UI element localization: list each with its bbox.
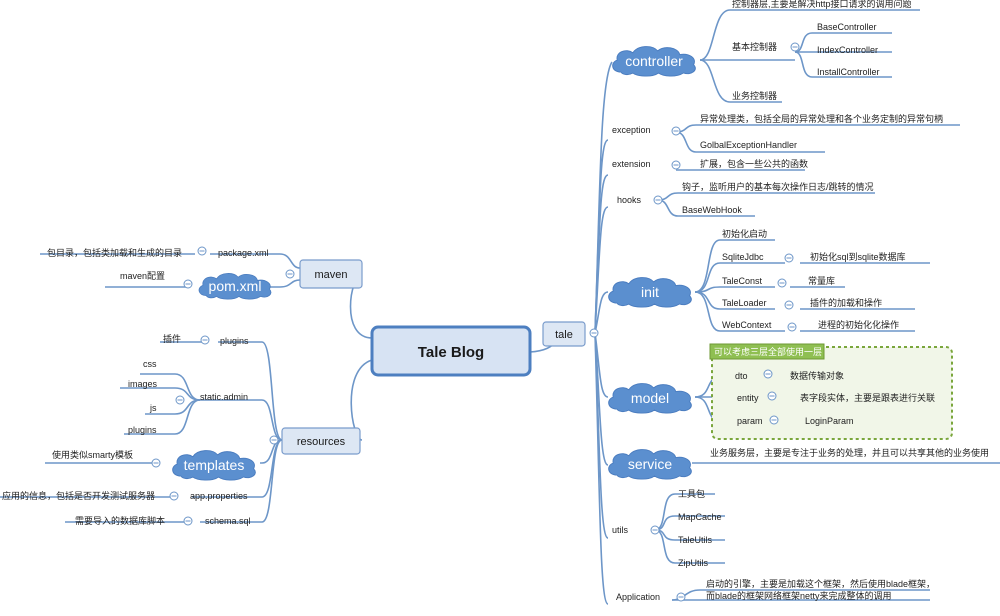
static-item: js — [149, 403, 157, 413]
collapse-icon[interactable] — [183, 279, 193, 289]
collapse-icon[interactable] — [784, 253, 794, 263]
collapse-icon[interactable] — [784, 300, 794, 310]
resources-label: resources — [297, 436, 346, 448]
index-controller-item: IndexController — [817, 45, 878, 55]
model-label: model — [631, 390, 669, 406]
service-node[interactable]: service — [608, 449, 692, 480]
root-label: Tale Blog — [418, 344, 484, 361]
hooks-desc: 钩子，监听用户的基本每次操作日志/跳转的情况 — [682, 181, 874, 192]
resources-node[interactable]: resources — [281, 427, 361, 455]
collapse-icon[interactable] — [200, 335, 210, 345]
controller-label: controller — [625, 53, 683, 69]
init-item-desc: 插件的加载和操作 — [810, 297, 882, 308]
plugins-node: plugins — [220, 336, 249, 346]
model-item-desc: 数据传输对象 — [790, 370, 844, 381]
root-node[interactable]: Tale Blog — [370, 325, 532, 377]
collapse-icon[interactable] — [197, 246, 207, 256]
service-desc: 业务服务层，主要是专注于业务的处理，并且可以共享其他的业务使用 — [710, 447, 989, 458]
application-label[interactable]: Application — [616, 592, 660, 602]
collapse-icon[interactable] — [790, 42, 800, 52]
maven-label: maven — [314, 269, 347, 281]
model-note: 可以考虑三层全部使用一层 — [714, 346, 822, 357]
collapse-icon[interactable] — [175, 395, 185, 405]
init-item: TaleLoader — [722, 298, 767, 308]
controller-node[interactable]: controller — [612, 46, 696, 77]
templates-label: templates — [184, 457, 245, 473]
controller-desc: 控制器层,主要是解决http接口请求的调用问题 — [732, 0, 912, 9]
static-item: css — [143, 359, 157, 369]
collapse-icon[interactable] — [787, 322, 797, 332]
app-properties-desc: 应用的信息，包括是否开发测试服务器 — [2, 490, 155, 501]
tale-label: tale — [555, 329, 573, 341]
templates-desc: 使用类似smarty模板 — [52, 449, 133, 460]
service-label: service — [628, 456, 673, 472]
exception-label[interactable]: exception — [612, 125, 651, 135]
schema-sql-node: schema.sql — [205, 516, 251, 526]
model-item-desc: 表字段实体，主要是跟表进行关联 — [800, 392, 935, 403]
pom-node[interactable]: pom.xml — [198, 273, 272, 300]
application-desc-line2: 而blade的框架网络框架netty来完成整体的调用 — [706, 590, 892, 601]
init-item-desc: 常量库 — [808, 275, 835, 286]
utils-item: ZipUtils — [678, 558, 709, 568]
collapse-icon[interactable] — [769, 415, 779, 425]
collapse-icon[interactable] — [676, 592, 686, 602]
collapse-icon[interactable] — [671, 160, 681, 170]
tale-node[interactable]: tale — [542, 321, 586, 347]
schema-sql-desc: 需要导入的数据库脚本 — [75, 515, 165, 526]
extension-desc: 扩展，包含一些公共的函数 — [700, 158, 808, 169]
collapse-icon[interactable] — [777, 278, 787, 288]
model-item: entity — [737, 393, 759, 403]
application-desc-line1: 启动的引擎，主要是加载这个框架，然后使用blade框架， — [706, 578, 935, 589]
collapse-icon[interactable] — [169, 491, 179, 501]
init-item-desc: 初始化sql到sqlite数据库 — [810, 251, 906, 262]
hooks-label[interactable]: hooks — [617, 195, 642, 205]
maven-node[interactable]: maven — [299, 259, 363, 289]
collapse-icon[interactable] — [671, 126, 681, 136]
exception-handler: GolbalExceptionHandler — [700, 140, 797, 150]
templates-node[interactable]: templates — [172, 450, 256, 481]
collapse-icon[interactable] — [151, 458, 161, 468]
base-controller-group: 基本控制器 — [732, 41, 777, 52]
init-item-desc: 进程的初始化化操作 — [818, 319, 899, 330]
model-item: dto — [735, 371, 748, 381]
utils-item: TaleUtils — [678, 535, 713, 545]
plugins-desc: 插件 — [163, 333, 181, 344]
init-item: 初始化启动 — [722, 228, 767, 239]
exception-desc: 异常处理类，包括全局的异常处理和各个业务定制的异常句柄 — [700, 113, 943, 124]
utils-item: 工具包 — [678, 488, 705, 499]
collapse-icon[interactable] — [285, 269, 295, 279]
model-item-desc: LoginParam — [805, 416, 854, 426]
pom-label: pom.xml — [209, 278, 262, 294]
pom-desc: maven配置 — [120, 271, 165, 281]
collapse-icon[interactable] — [653, 195, 663, 205]
static-item: images — [128, 379, 158, 389]
extension-label[interactable]: extension — [612, 159, 651, 169]
model-node[interactable]: model — [608, 383, 692, 414]
base-controller-item: BaseController — [817, 22, 877, 32]
collapse-icon[interactable] — [767, 391, 777, 401]
model-item: param — [737, 416, 763, 426]
install-controller-item: InstallController — [817, 67, 880, 77]
collapse-icon[interactable] — [763, 369, 773, 379]
package-xml: package.xml — [218, 248, 269, 258]
static-item: plugins — [128, 425, 157, 435]
business-controller: 业务控制器 — [732, 90, 777, 101]
collapse-icon[interactable] — [269, 435, 279, 445]
utils-label[interactable]: utils — [612, 525, 629, 535]
hooks-item: BaseWebHook — [682, 205, 742, 215]
static-admin-node: static.admin — [200, 392, 248, 402]
init-item: WebContext — [722, 320, 772, 330]
init-label: init — [641, 284, 659, 300]
init-node[interactable]: init — [608, 277, 692, 308]
init-item: SqliteJdbc — [722, 252, 764, 262]
collapse-icon[interactable] — [650, 525, 660, 535]
init-item: TaleConst — [722, 276, 763, 286]
utils-item: MapCache — [678, 512, 722, 522]
collapse-icon[interactable] — [589, 328, 599, 338]
package-desc: 包目录，包括类加载和生成的目录 — [47, 247, 182, 258]
app-properties-node: app.properties — [190, 491, 248, 501]
collapse-icon[interactable] — [183, 516, 193, 526]
